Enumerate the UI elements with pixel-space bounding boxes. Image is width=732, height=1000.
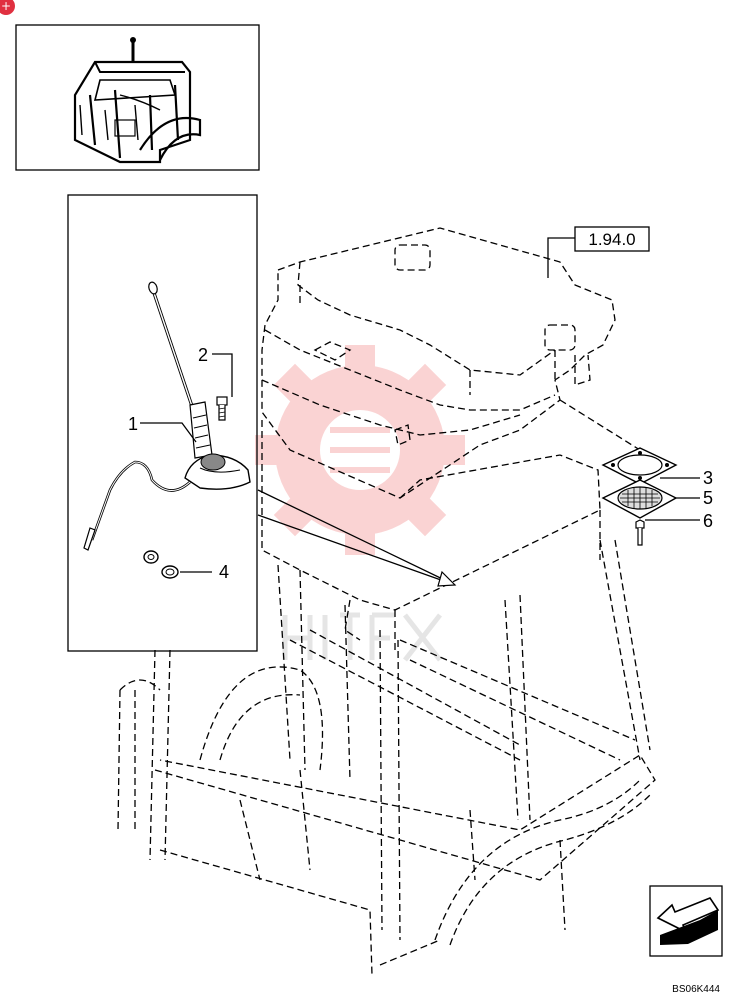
callout-1-leader [140, 422, 197, 443]
drawing-code: BS06K444 [672, 984, 720, 995]
inset-frame [67, 194, 258, 652]
callout-6[interactable]: 6 [703, 511, 713, 531]
reference-leader [547, 237, 575, 278]
pointer-arrowhead [437, 570, 457, 587]
callout-4[interactable]: 4 [219, 562, 229, 582]
next-page-arrow-icon[interactable] [649, 885, 723, 957]
corner-badge-text: + [1, 0, 11, 13]
mount-plate-icon [601, 447, 678, 485]
bolt-icon [635, 519, 645, 546]
antenna-rod-icon [148, 281, 213, 459]
mount-leader [559, 399, 641, 451]
callout-2-leader [212, 353, 233, 397]
antenna-cable-icon [90, 460, 191, 541]
washer-icon [143, 550, 179, 579]
screw-icon [216, 396, 228, 421]
thumbnail-frame [15, 24, 260, 171]
cable-connector-icon [83, 527, 96, 551]
cab-assembly-drawing [117, 227, 656, 976]
thumbnail-view [15, 24, 260, 171]
reference-box[interactable]: 1.94.0 [574, 226, 650, 252]
callout-2[interactable]: 2 [198, 345, 208, 365]
callout-3[interactable]: 3 [703, 468, 713, 488]
callout-5[interactable]: 5 [703, 488, 713, 508]
antenna-base-icon [184, 453, 251, 490]
antenna-detail-inset: 2 1 4 [67, 194, 258, 652]
watermark-logo-icon [255, 345, 465, 555]
callout-1[interactable]: 1 [128, 414, 138, 434]
plus-badge-icon[interactable]: + [0, 0, 15, 15]
reference-box-text: 1.94.0 [588, 230, 635, 249]
thumbnail-cab-icon [73, 37, 202, 164]
gasket-grid-icon [601, 479, 678, 519]
antenna-pointer-lines [257, 489, 456, 586]
watermark-text-icon [282, 612, 442, 662]
